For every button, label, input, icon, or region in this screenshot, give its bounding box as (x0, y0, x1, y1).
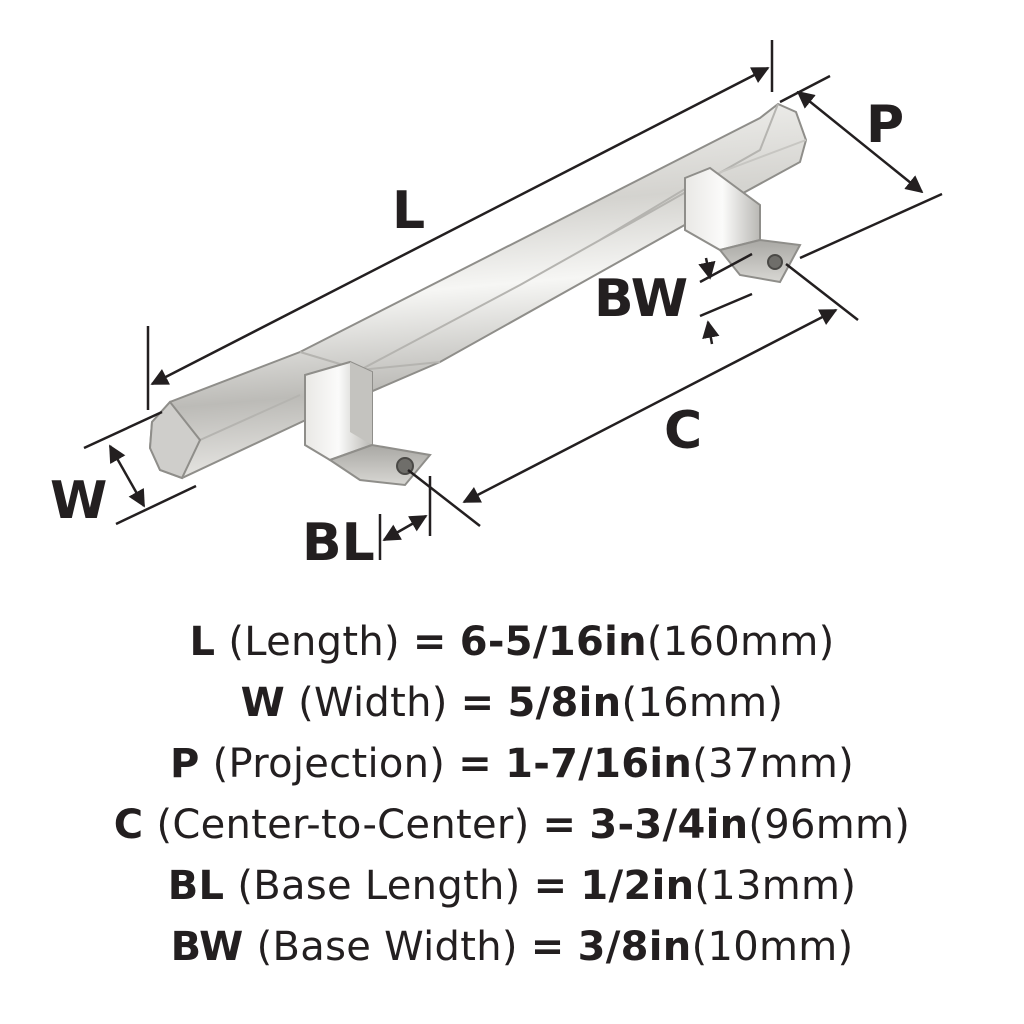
spec-equals: = (530, 924, 565, 970)
spec-line-center-to-center: C (Center-to-Center) = 3-3/4in(96mm) (0, 795, 1024, 856)
spec-metric: (10mm) (691, 924, 854, 970)
spec-imperial: 1/2in (580, 863, 695, 909)
base-length-label: BL (302, 513, 375, 573)
spec-code: BL (167, 863, 225, 909)
spec-imperial: 5/8in (507, 680, 622, 726)
spec-line-width: W (Width) = 5/8in(16mm) (0, 673, 1024, 734)
spec-name: (Width) (298, 680, 448, 726)
spec-imperial: 1-7/16in (505, 741, 693, 787)
spec-line-base-width: BW (Base Width) = 3/8in(10mm) (0, 917, 1024, 978)
spec-name: (Length) (228, 619, 400, 665)
spec-metric: (16mm) (621, 680, 784, 726)
spec-metric: (37mm) (692, 741, 855, 787)
spec-equals: = (542, 802, 577, 848)
spec-metric: (13mm) (694, 863, 857, 909)
center-to-center-label: C (664, 401, 702, 461)
spec-line-base-length: BL (Base Length) = 1/2in(13mm) (0, 856, 1024, 917)
spec-equals: = (412, 619, 447, 665)
spec-line-projection: P (Projection) = 1-7/16in(37mm) (0, 734, 1024, 795)
projection-label: P (866, 95, 904, 155)
right-screw-hole (767, 254, 783, 270)
spec-name: (Projection) (212, 741, 446, 787)
spec-line-length: L (Length) = 6-5/16in(160mm) (0, 612, 1024, 673)
spec-imperial: 3/8in (577, 924, 692, 970)
spec-equals: = (460, 680, 495, 726)
spec-imperial: 3-3/4in (589, 802, 749, 848)
spec-metric: (160mm) (646, 619, 835, 665)
spec-code: BW (170, 924, 244, 970)
dimension-spec-list: L (Length) = 6-5/16in(160mm) W (Width) =… (0, 612, 1024, 978)
spec-name: (Base Length) (237, 863, 521, 909)
spec-code: L (189, 619, 216, 665)
spec-name: (Center-to-Center) (156, 802, 530, 848)
right-post-foot (718, 238, 802, 284)
pull-bar (148, 102, 808, 480)
width-label: W (50, 471, 107, 531)
dimension-lines (83, 40, 943, 560)
base-width-label: BW (594, 269, 688, 329)
spec-imperial: 6-5/16in (459, 619, 647, 665)
spec-code: W (240, 680, 286, 726)
spec-metric: (96mm) (748, 802, 911, 848)
spec-name: (Base Width) (256, 924, 518, 970)
length-label: L (392, 181, 425, 241)
cabinet-pull-dimension-diagram: L P W C BL BW (50, 40, 943, 573)
pull-bar-end-cap (148, 400, 202, 480)
spec-equals: = (458, 741, 493, 787)
spec-code: P (169, 741, 200, 787)
spec-code: C (113, 802, 144, 848)
pull-handle (148, 102, 808, 487)
spec-equals: = (533, 863, 568, 909)
